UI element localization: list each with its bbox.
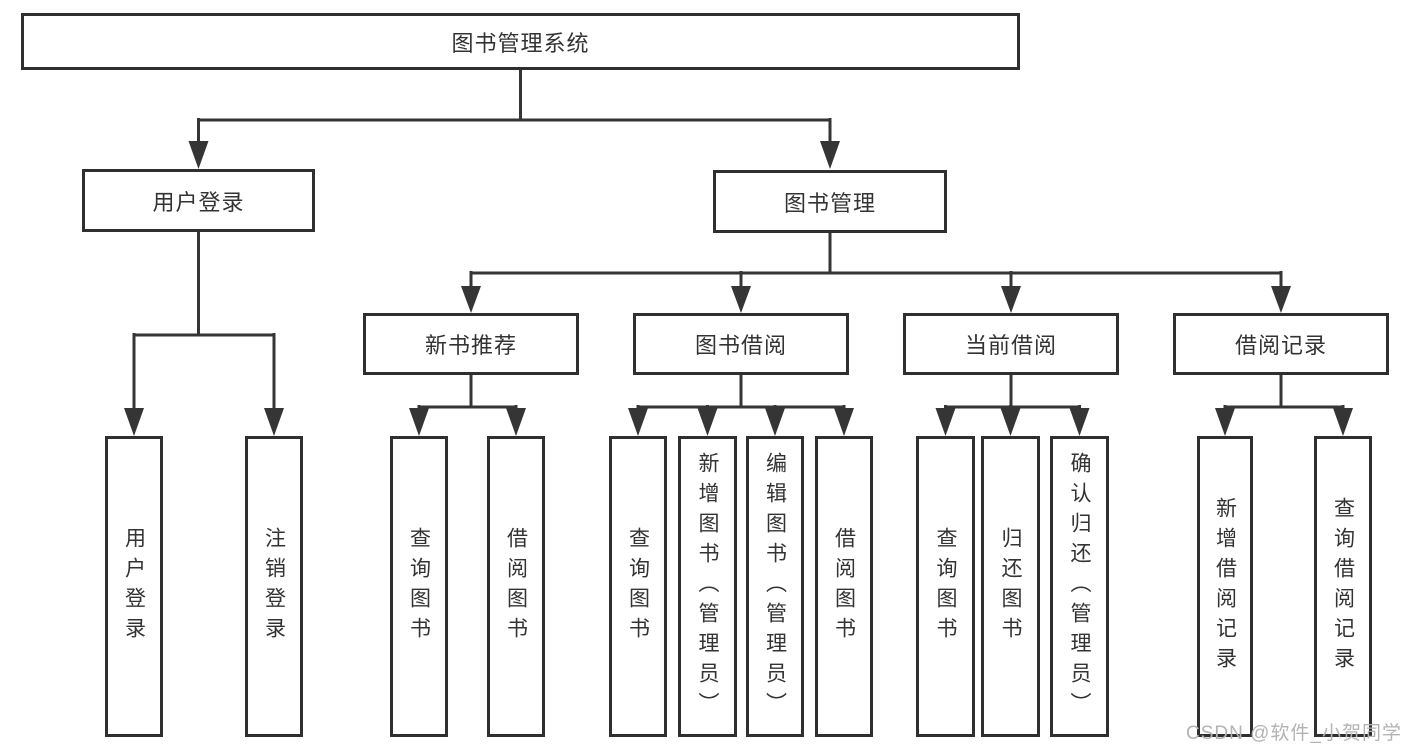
connector-root-arrows — [188, 141, 840, 169]
leaf-add-book-admin: 新增图书（管理员） — [678, 436, 737, 737]
connector-new-book-recommend-arrows — [409, 408, 526, 436]
connector-user-login — [132, 232, 276, 410]
node-library-system: 图书管理系统 — [21, 13, 1020, 70]
connector-book-management-arrows — [461, 286, 1291, 313]
node-book-management: 图书管理 — [713, 170, 947, 233]
leaf-edit-book-admin: 编辑图书（管理员） — [746, 436, 804, 737]
leaf-logout: 注销登录 — [245, 436, 303, 737]
connector-book-borrowing — [636, 375, 846, 411]
leaf-query-books-current: 查询图书 — [916, 436, 975, 737]
leaf-add-borrow-record: 新增借阅记录 — [1197, 436, 1253, 737]
leaf-borrow-books-recommend: 借阅图书 — [487, 436, 545, 737]
connector-current-borrowing-arrows — [935, 408, 1090, 436]
node-current-borrowing: 当前借阅 — [903, 313, 1119, 375]
node-user-login: 用户登录 — [82, 169, 315, 232]
leaf-confirm-return-admin: 确认归还（管理员） — [1050, 436, 1109, 737]
connector-root — [197, 70, 832, 143]
leaf-borrow-books-borrowing: 借阅图书 — [815, 436, 873, 737]
leaf-query-books-borrowing: 查询图书 — [609, 436, 667, 737]
connector-current-borrowing — [944, 375, 1081, 411]
connector-user-login-arrows — [124, 408, 284, 436]
node-borrowing-records: 借阅记录 — [1173, 313, 1389, 375]
node-new-book-recommend: 新书推荐 — [363, 313, 579, 375]
connector-book-management — [469, 233, 1283, 288]
node-book-borrowing: 图书借阅 — [633, 313, 849, 375]
connector-new-book-recommend — [417, 375, 518, 411]
leaf-query-borrow-record: 查询借阅记录 — [1314, 436, 1372, 737]
connector-borrowing-records-arrows — [1215, 408, 1353, 436]
leaf-user-login: 用户登录 — [105, 436, 163, 737]
leaf-query-books-recommend: 查询图书 — [390, 436, 448, 737]
connector-borrowing-records — [1223, 375, 1345, 411]
connector-book-borrowing-arrows — [628, 408, 854, 436]
csdn-watermark: CSDN @软件_小贺同学 — [1186, 723, 1402, 744]
leaf-return-book: 归还图书 — [981, 436, 1040, 737]
